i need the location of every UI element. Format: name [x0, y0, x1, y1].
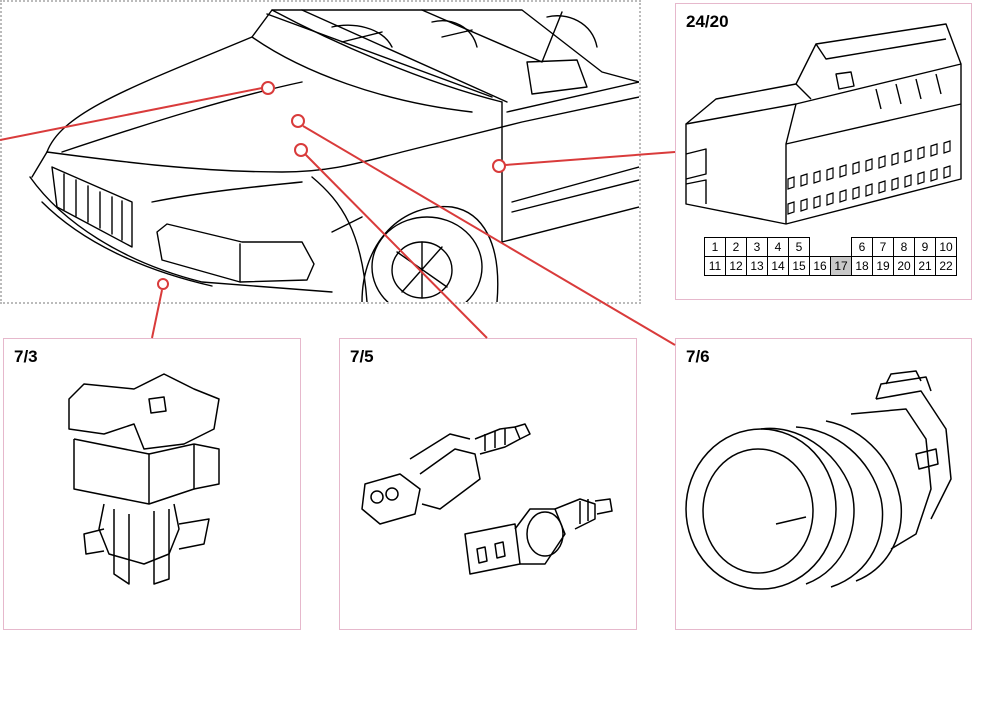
panel-label-7-6: 7/6 — [686, 347, 710, 366]
pin-cell: 13 — [746, 256, 768, 276]
pin-cell: 2 — [725, 237, 747, 257]
component-7-3-panel: 7/3 — [3, 338, 301, 630]
pin-cell: 18 — [851, 256, 873, 276]
pin-cell: 5 — [788, 237, 810, 257]
car-illustration — [29, 9, 639, 302]
pin-cell: 6 — [851, 237, 873, 257]
panel-label-7-3: 7/3 — [14, 347, 38, 366]
panel-label-24-20: 24/20 — [686, 12, 729, 31]
pin-cell: 11 — [704, 256, 726, 276]
component-7-5-panel: 7/5 — [339, 338, 637, 630]
pin-cell: 14 — [767, 256, 789, 276]
pin-cell: 20 — [893, 256, 915, 276]
pin-cell: 10 — [935, 237, 957, 257]
pin-cell: 21 — [914, 256, 936, 276]
pin-cell: 8 — [893, 237, 915, 257]
pin-cell: 3 — [746, 237, 768, 257]
pin-cell-empty — [810, 238, 831, 257]
connector-24-20-illustration — [685, 23, 962, 225]
pin-row-top: 1 2 3 4 5 6 7 8 9 10 — [704, 237, 957, 257]
component-7-5-illustration — [361, 423, 613, 575]
pin-cell: 15 — [788, 256, 810, 276]
component-7-3-illustration — [68, 373, 220, 585]
pin-cell-empty — [831, 238, 852, 257]
pin-cell: 19 — [872, 256, 894, 276]
pin-cell-highlighted: 17 — [830, 256, 852, 276]
pin-cell: 9 — [914, 237, 936, 257]
pin-row-bottom: 11 12 13 14 15 16 17 18 19 20 21 22 — [704, 256, 957, 276]
pin-cell: 4 — [767, 237, 789, 257]
pin-cell: 22 — [935, 256, 957, 276]
car-overview-panel — [0, 0, 641, 304]
pin-cell: 12 — [725, 256, 747, 276]
component-7-6-illustration — [685, 370, 952, 590]
pin-cell: 16 — [809, 256, 831, 276]
component-7-6-panel: 7/6 — [675, 338, 972, 630]
panel-label-7-5: 7/5 — [350, 347, 374, 366]
connector-24-20-panel: 24/20 1 2 3 4 5 6 7 — [675, 3, 972, 300]
pin-cell: 7 — [872, 237, 894, 257]
pin-grid: 1 2 3 4 5 6 7 8 9 10 11 12 13 14 15 16 1… — [704, 237, 957, 276]
pin-cell: 1 — [704, 237, 726, 257]
